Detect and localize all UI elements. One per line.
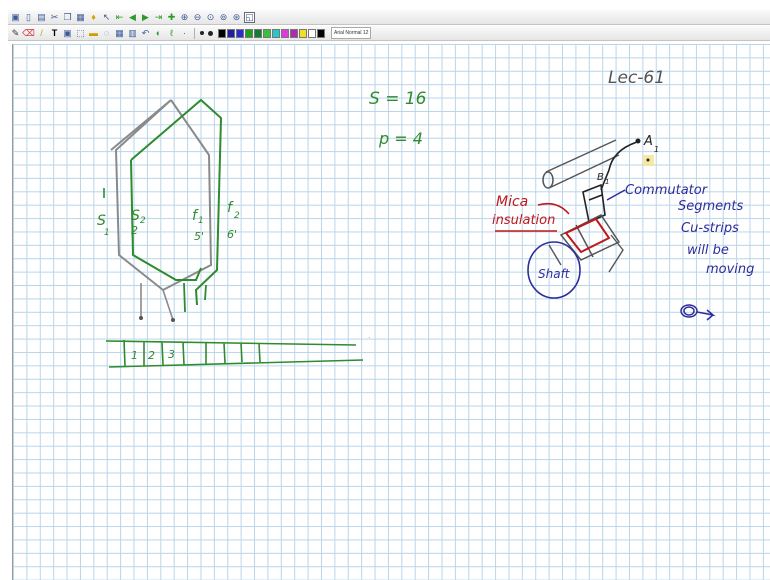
color-swatch[interactable]	[236, 29, 244, 38]
commutator-label: Commutator	[625, 183, 709, 198]
font-selector[interactable]: Arial Normal 12	[331, 27, 371, 39]
mica-label: Mica	[496, 194, 528, 210]
insulation-label: insulation	[492, 213, 555, 228]
cu-strips-label: Cu-strips	[681, 221, 739, 236]
stray-mark: ·	[368, 333, 371, 342]
shape-icon[interactable]: ▬	[88, 28, 99, 39]
select-icon[interactable]: ⬚	[75, 28, 86, 39]
segment-3: 3	[168, 348, 175, 361]
a1-label-sub: 1	[654, 145, 659, 154]
dropdown-icon[interactable]: ·	[179, 28, 190, 39]
commutator-strip	[106, 340, 363, 367]
pen-toolbar: ✎ ⌫ / T ▣ ⬚ ▬ ◌ ▦ ▥ ↶ ◐ ℓ · Arial Normal…	[8, 26, 770, 41]
eraser-icon[interactable]: ⌫	[23, 28, 34, 39]
label-2: 2	[131, 224, 138, 237]
lead-dot	[171, 318, 175, 322]
color-swatch[interactable]	[227, 29, 235, 38]
color-swatch[interactable]	[218, 29, 226, 38]
color-swatch[interactable]	[317, 29, 325, 38]
zoom-width-icon[interactable]: ⊚	[218, 12, 229, 23]
color-picker-icon[interactable]: ◐	[153, 28, 164, 39]
prev-page-icon[interactable]: ◀	[127, 12, 138, 23]
highlighter-icon[interactable]: /	[36, 28, 47, 39]
lasso-icon[interactable]: ◌	[101, 28, 112, 39]
fullscreen-icon[interactable]: ◱	[244, 12, 255, 23]
label-f1-sub: 1	[198, 216, 204, 226]
a1-terminal	[636, 139, 641, 144]
handwritten-notes: S 1 S 2 2 f 1 5' f 2 6' 1 2 3 S = 16 p =…	[13, 44, 770, 580]
zoom-fit-icon[interactable]: ⊙	[205, 12, 216, 23]
hint-icon[interactable]: ♦	[88, 12, 99, 23]
label-s2: S	[131, 208, 140, 224]
color-swatch[interactable]	[308, 29, 316, 38]
label-s1-sub: 1	[104, 228, 110, 238]
first-page-icon[interactable]: ⇤	[114, 12, 125, 23]
b1-label-sub: 1	[605, 178, 609, 186]
zoom-in-icon[interactable]: ⊕	[179, 12, 190, 23]
zoom-out-icon[interactable]: ⊖	[192, 12, 203, 23]
gray-coil-outline	[111, 100, 211, 290]
next-page-icon[interactable]: ▶	[140, 12, 151, 23]
line-style-icon[interactable]: ℓ	[166, 28, 177, 39]
label-6-prime: 6'	[227, 228, 237, 241]
zoom-page-icon[interactable]: ⊛	[231, 12, 242, 23]
color-swatch[interactable]	[272, 29, 280, 38]
new-page-icon[interactable]: ▯	[23, 12, 34, 23]
save-icon[interactable]: ▣	[10, 12, 21, 23]
color-swatch[interactable]	[281, 29, 289, 38]
ruler-icon[interactable]: ▥	[127, 28, 138, 39]
add-page-icon[interactable]: ✚	[166, 12, 177, 23]
notebook-canvas[interactable]: S 1 S 2 2 f 1 5' f 2 6' 1 2 3 S = 16 p =…	[12, 44, 770, 580]
copy-icon[interactable]: ❐	[62, 12, 73, 23]
shaft-rod-end	[543, 172, 553, 188]
open-icon[interactable]: ▤	[36, 12, 47, 23]
moving-label: moving	[706, 262, 754, 277]
s-equation: S = 16	[369, 89, 427, 109]
pen-icon[interactable]: ✎	[10, 28, 21, 39]
last-page-icon[interactable]: ⇥	[153, 12, 164, 23]
label-5-prime: 5'	[194, 230, 204, 243]
thin-pen-icon[interactable]	[200, 31, 204, 35]
rotation-spiral-icon	[681, 305, 713, 320]
green-coil-lead	[184, 283, 206, 312]
separator	[194, 28, 195, 39]
gray-coil-lead	[141, 283, 173, 320]
p-equation: p = 4	[378, 129, 423, 148]
will-be-label: will be	[687, 243, 729, 258]
pointer-icon[interactable]: ↖	[101, 12, 112, 23]
undo-icon[interactable]: ↶	[140, 28, 151, 39]
b1-label: B	[597, 172, 604, 183]
paste-icon[interactable]: ▦	[75, 12, 86, 23]
color-swatch[interactable]	[299, 29, 307, 38]
segment-2: 2	[148, 349, 155, 362]
cursor-dot	[647, 159, 650, 162]
color-swatch[interactable]	[254, 29, 262, 38]
medium-pen-icon[interactable]	[208, 31, 213, 36]
lecture-title: Lec-61	[608, 68, 665, 88]
segment-1: 1	[131, 349, 138, 362]
color-swatch[interactable]	[290, 29, 298, 38]
color-palette	[218, 29, 325, 38]
color-swatch[interactable]	[245, 29, 253, 38]
main-toolbar: ▣ ▯ ▤ ✂ ❐ ▦ ♦ ↖ ⇤ ◀ ▶ ⇥ ✚ ⊕ ⊖ ⊙ ⊚ ⊛ ◱	[8, 10, 770, 25]
grid-icon[interactable]: ▦	[114, 28, 125, 39]
color-swatch[interactable]	[263, 29, 271, 38]
label-s2-sub: 2	[140, 216, 146, 226]
shaft-label: Shaft	[538, 267, 571, 281]
commutator-arrow	[607, 190, 625, 200]
lead-dot	[139, 316, 143, 320]
text-tool-icon[interactable]: T	[49, 28, 60, 39]
insert-image-icon[interactable]: ▣	[62, 28, 73, 39]
segments-label: Segments	[678, 199, 744, 214]
label-s1: S	[97, 213, 106, 229]
label-f2-sub: 2	[234, 211, 240, 221]
a1-label: A	[643, 134, 653, 149]
cut-icon[interactable]: ✂	[49, 12, 60, 23]
label-f2: f	[227, 200, 234, 216]
